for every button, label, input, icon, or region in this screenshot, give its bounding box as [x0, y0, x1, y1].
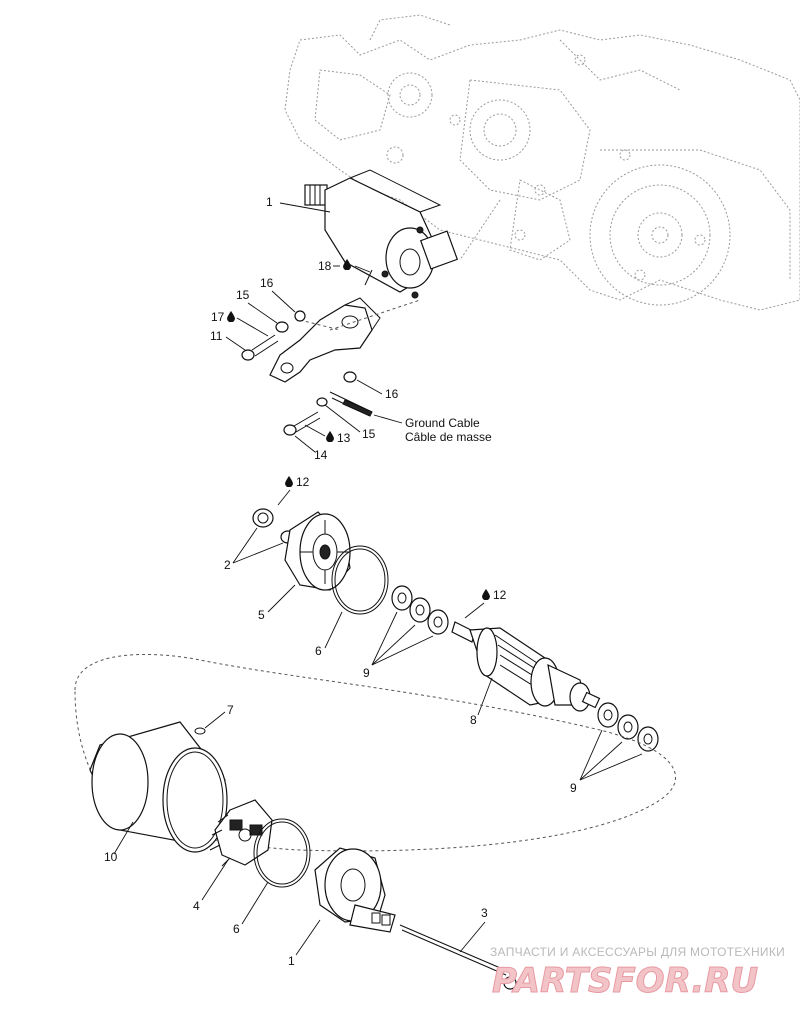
callout-13: 13 — [337, 431, 351, 445]
ground-cable-label-fr: Câble de masse — [405, 430, 492, 444]
callout-12-a: 12 — [296, 475, 310, 489]
o-ring-6-top — [331, 545, 389, 615]
screw-14 — [283, 411, 321, 436]
watermark-tagline: ЗАПЧАСТИ И АКСЕССУАРЫ ДЛЯ МОТОТЕХНИКИ — [490, 945, 785, 959]
oil-drop-icon — [227, 311, 235, 322]
commutator-end-cover-1 — [314, 847, 396, 933]
ground-cable-label-en: Ground Cable — [405, 416, 480, 430]
callout-17: 17 — [211, 310, 225, 324]
callout-4: 4 — [193, 899, 200, 913]
shim-washers-9-top — [391, 585, 449, 635]
callout-16-top: 16 — [260, 276, 274, 290]
callout-14: 14 — [314, 448, 328, 462]
callout-1-top: 1 — [266, 195, 273, 209]
through-bolt-3 — [399, 924, 517, 990]
nut-16-top — [294, 310, 306, 322]
callout-3: 3 — [481, 906, 488, 920]
callout-9-bottom: 9 — [570, 781, 577, 795]
callout-18: 18 — [318, 259, 332, 273]
subassembly-dashed-outline — [74, 653, 676, 852]
oil-drop-icon — [482, 589, 490, 600]
screw-11 — [241, 334, 279, 361]
o-ring-6-bottom — [253, 818, 311, 888]
mounting-bracket — [269, 297, 421, 383]
oil-drop-icon — [326, 431, 334, 442]
part-7 — [194, 727, 206, 735]
washer-15-top — [275, 321, 289, 333]
callout-1-bottom: 1 — [288, 954, 295, 968]
callout-12-b: 12 — [493, 588, 507, 602]
callout-16-bottom: 16 — [385, 387, 399, 401]
callout-7: 7 — [227, 703, 234, 717]
ground-cable-assembly — [316, 371, 373, 417]
callout-11: 11 — [210, 329, 223, 343]
callout-6-bottom: 6 — [233, 922, 240, 936]
callout-2: 2 — [224, 558, 231, 572]
drive-end-housing-5 — [284, 511, 351, 591]
callout-9-top: 9 — [363, 666, 370, 680]
field-yoke-10 — [89, 721, 228, 853]
watermark-logo: PARTSFOR.RU — [492, 961, 758, 1001]
callout-15-bottom: 15 — [362, 427, 376, 441]
oil-drop-icon — [285, 476, 293, 487]
callout-6-top: 6 — [315, 644, 322, 658]
callout-8: 8 — [470, 713, 477, 727]
shim-washers-9-bottom — [597, 702, 659, 752]
callout-15-top: 15 — [236, 288, 250, 302]
starter-motor-assembled — [304, 169, 459, 299]
armature-8 — [451, 621, 601, 712]
callout-5: 5 — [258, 608, 265, 622]
